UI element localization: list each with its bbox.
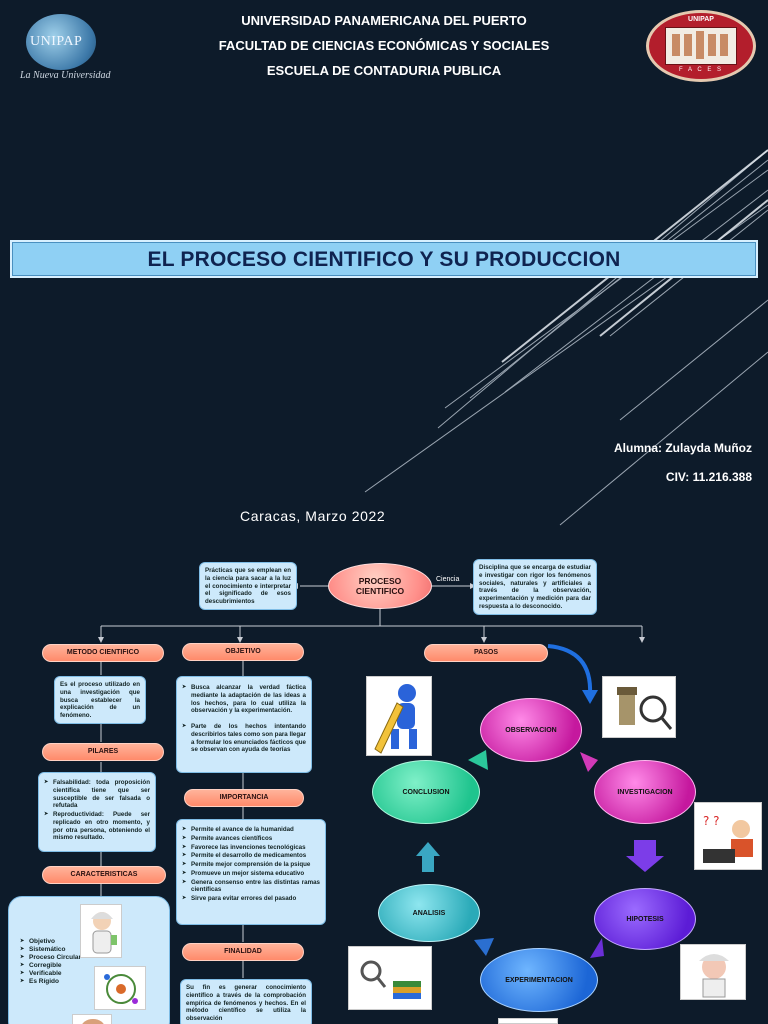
objetivo-item: Busca alcanzar la verdad fáctica mediant… [182,684,306,715]
logo-tagline: La Nueva Universidad [20,70,111,81]
research-books-illustration [348,946,432,1010]
importancia-item: Permite avances científicos [182,835,320,843]
caracteristica-item: Objetivo [20,938,81,945]
thinking-student-illustration: ? ? [694,802,762,870]
seal-name: UNIPAP [688,16,714,23]
objetivo-box: Busca alcanzar la verdad fáctica mediant… [176,676,312,773]
student-name: Alumna: Zulayda Muñoz [614,441,752,455]
svg-text:? ?: ? ? [703,814,720,828]
pilar-item: Reproductividad: Puede ser replicado en … [44,811,150,842]
step-observacion: OBSERVACION [480,698,582,762]
step-analisis: ANALISIS [378,884,480,942]
caracteristicas-pill: CARACTERISTICAS [42,866,166,884]
importancia-item: Genera consenso entre las distintas rama… [182,879,320,895]
importancia-box: Permite el avance de la humanidad Permit… [176,819,326,925]
pilares-pill: PILARES [42,743,164,761]
detective-illustration [602,676,676,738]
caracteristica-item: Verificable [20,970,81,977]
proceso-cientifico-node: PROCESO CIENTIFICO [328,563,432,609]
seal-label: F A C E S [678,67,723,73]
pencil-figure-illustration [366,676,432,756]
importancia-pill: IMPORTANCIA [184,789,304,807]
faculty-name: FACULTAD DE CIENCIAS ECONÓMICAS Y SOCIAL… [218,38,550,53]
practices-box: Prácticas que se emplean en la ciencia p… [199,562,297,610]
objetivo-item: Parte de los hechos intentando describir… [182,723,306,754]
caracteristicas-list: Objetivo Sistemático Proceso Circular Co… [20,938,81,986]
title-banner: EL PROCESO CIENTIFICO Y SU PRODUCCION [10,240,758,278]
importancia-item: Permite el desarrollo de medicamentos [182,852,320,860]
importancia-item: Favorece las invenciones tecnológicas [182,844,320,852]
pilar-item: Falsabilidad: toda proposición científic… [44,779,150,810]
partial-illustration [498,1018,558,1024]
unipap-logo: UNIPAP La Nueva Universidad [20,12,120,82]
university-name: UNIVERSIDAD PANAMERICANA DEL PUERTO [241,13,527,28]
pasos-pill: PASOS [424,644,548,662]
step-experimentacion: EXPERIMENTACION [480,948,598,1012]
scientist-illustration [80,904,122,958]
finalidad-box: Su fin es generar conocimiento científic… [180,979,312,1024]
caracteristica-item: Sistemático [20,946,81,953]
objetivo-pill: OBJETIVO [182,643,304,661]
metodo-box: Es el proceso utilizado en una investiga… [54,676,146,724]
caracteristica-item: Es Rígido [20,978,81,985]
date-line: Caracas, Marzo 2022 [240,508,386,524]
page-title: EL PROCESO CIENTIFICO Y SU PRODUCCION [147,248,621,271]
caracteristica-item: Proceso Circular [20,954,81,961]
caracteristica-item: Corregible [20,962,81,969]
scientist-illustration-2 [72,1014,112,1024]
science-collage-illustration [94,966,146,1010]
mad-scientist-illustration [680,944,746,1000]
importancia-item: Permite mejor comprensión de la psique [182,861,320,869]
importancia-item: Permite el avance de la humanidad [182,826,320,834]
finalidad-pill: FINALIDAD [182,943,304,961]
importancia-item: Sirve para evitar errores del pasado [182,895,320,903]
logo-name: UNIPAP [30,34,83,49]
faces-seal: UNIPAP F A C E S [646,10,756,82]
ciencia-definition-box: Disciplina que se encarga de estudiar e … [473,559,597,615]
step-conclusion: CONCLUSION [372,760,480,824]
school-name: ESCUELA DE CONTADURIA PUBLICA [266,63,502,78]
step-investigacion: INVESTIGACION [594,760,696,824]
ciencia-label: Ciencia [436,576,460,583]
step-hipotesis: HIPOTESIS [594,888,696,950]
metodo-cientifico-pill: METODO CIENTIFICO [42,644,164,662]
center-line2: CIENTIFICO [355,586,405,596]
pilares-box: Falsabilidad: toda proposición científic… [38,772,156,852]
student-civ: CIV: 11.216.388 [665,470,752,484]
center-line1: PROCESO [358,576,402,586]
importancia-item: Promueve un mejor sistema educativo [182,870,320,878]
